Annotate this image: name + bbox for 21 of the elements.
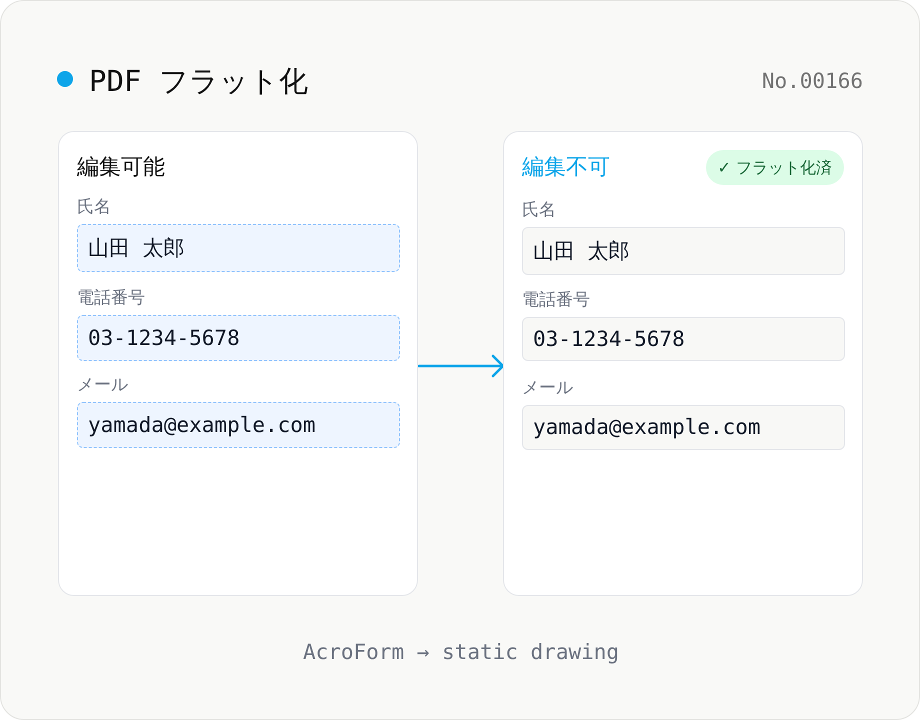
card-heading: 編集不可 bbox=[522, 154, 610, 182]
field-label: 氏名 bbox=[522, 199, 556, 222]
form-card bbox=[58, 131, 418, 596]
input-field: yamada@example.com bbox=[77, 402, 400, 448]
document-number: No.00166 bbox=[762, 68, 863, 95]
read-only-field: 山田 太郎 bbox=[522, 227, 845, 275]
read-only-field: yamada@example.com bbox=[522, 405, 845, 450]
field-label: 電話番号 bbox=[77, 287, 145, 310]
caption: AcroForm → static drawing bbox=[302, 639, 620, 666]
field-label: メール bbox=[77, 374, 128, 397]
read-only-field: 03-1234-5678 bbox=[522, 317, 845, 361]
title: PDF フラット化 bbox=[89, 63, 308, 100]
card-heading: 編集可能 bbox=[77, 154, 165, 182]
input-field: 03-1234-5678 bbox=[77, 315, 400, 361]
status-badge: ✓ フラット化済 bbox=[706, 150, 844, 185]
field-label: 氏名 bbox=[77, 196, 111, 219]
arrow bbox=[418, 354, 506, 378]
field-label: メール bbox=[522, 377, 573, 400]
input-field: 山田 太郎 bbox=[77, 224, 400, 272]
field-label: 電話番号 bbox=[522, 289, 590, 312]
form-card bbox=[503, 131, 863, 596]
